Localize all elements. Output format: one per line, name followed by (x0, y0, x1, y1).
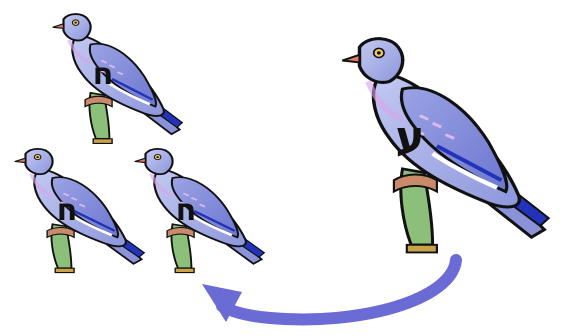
arrow-head-icon (202, 284, 242, 322)
bird-letter-1: ח (93, 57, 114, 92)
pigeon-small-2 (15, 149, 145, 273)
bird-letter-3: ח (176, 193, 197, 228)
pigeon-large (342, 39, 548, 253)
bird-letter-4: ע (395, 112, 424, 163)
transfer-arrow (202, 254, 462, 326)
pigeon-small-1 (53, 14, 183, 143)
bird-letter-2: ח (57, 193, 78, 228)
pigeon-small-3 (135, 149, 265, 273)
